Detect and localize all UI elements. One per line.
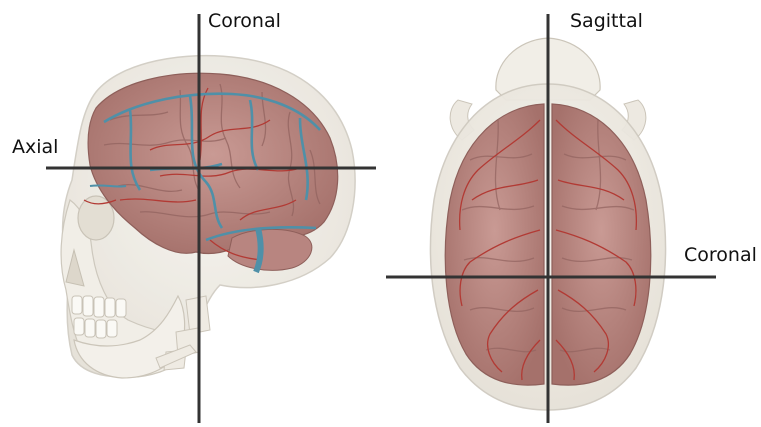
lateral-head-view <box>61 56 355 378</box>
label-axial: Axial <box>12 138 58 157</box>
cerebellum <box>228 229 312 270</box>
label-sagittal: Sagittal <box>570 12 643 31</box>
label-coronal-left: Coronal <box>208 12 281 31</box>
label-coronal-right: Coronal <box>684 246 757 265</box>
